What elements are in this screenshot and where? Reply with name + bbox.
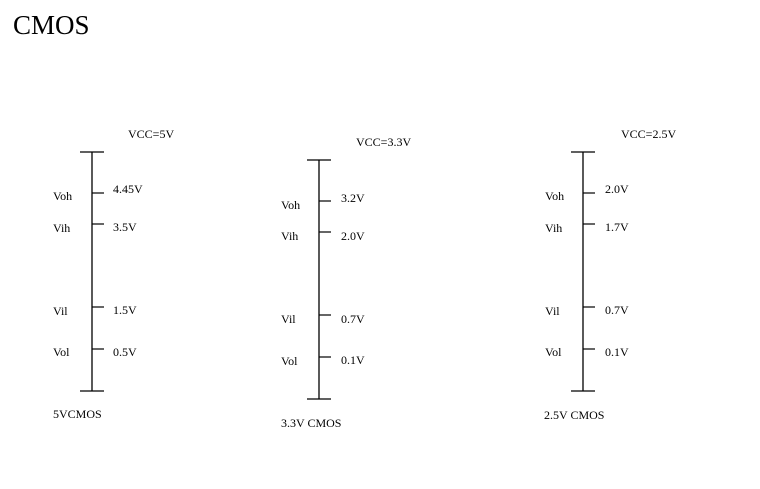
column-3v3: VCC=3.3V Voh 3.2V Vih 2.0V Vil 0.7V Vol … bbox=[281, 135, 411, 430]
level-name-vol: Vol bbox=[281, 354, 298, 368]
column-2v5: VCC=2.5V Voh 2.0V Vih 1.7V Vil 0.7V Vol … bbox=[544, 127, 676, 422]
level-value-vil: 0.7V bbox=[605, 303, 629, 317]
vcc-label: VCC=2.5V bbox=[621, 127, 676, 141]
column-5v: VCC=5V Voh 4.45V Vih 3.5V Vil 1.5V Vol 0… bbox=[53, 127, 174, 421]
level-value-voh: 3.2V bbox=[341, 191, 365, 205]
level-value-vol: 0.5V bbox=[113, 345, 137, 359]
level-name-vih: Vih bbox=[53, 221, 70, 235]
level-name-vil: Vil bbox=[53, 304, 68, 318]
level-value-vih: 1.7V bbox=[605, 220, 629, 234]
column-caption: 3.3V CMOS bbox=[281, 416, 341, 430]
vcc-label: VCC=5V bbox=[128, 127, 174, 141]
page-title: CMOS bbox=[13, 10, 90, 40]
level-value-voh: 2.0V bbox=[605, 182, 629, 196]
level-value-vih: 3.5V bbox=[113, 220, 137, 234]
level-value-vol: 0.1V bbox=[605, 345, 629, 359]
level-name-vil: Vil bbox=[545, 304, 560, 318]
level-name-vol: Vol bbox=[545, 345, 562, 359]
level-value-vol: 0.1V bbox=[341, 353, 365, 367]
level-name-voh: Voh bbox=[545, 189, 564, 203]
level-value-voh: 4.45V bbox=[113, 182, 143, 196]
vcc-label: VCC=3.3V bbox=[356, 135, 411, 149]
level-name-vih: Vih bbox=[545, 221, 562, 235]
level-name-voh: Voh bbox=[53, 189, 72, 203]
level-name-voh: Voh bbox=[281, 198, 300, 212]
level-value-vil: 0.7V bbox=[341, 312, 365, 326]
column-caption: 2.5V CMOS bbox=[544, 408, 604, 422]
level-value-vih: 2.0V bbox=[341, 229, 365, 243]
level-name-vil: Vil bbox=[281, 312, 296, 326]
column-caption: 5VCMOS bbox=[53, 407, 102, 421]
level-name-vih: Vih bbox=[281, 229, 298, 243]
level-name-vol: Vol bbox=[53, 345, 70, 359]
level-value-vil: 1.5V bbox=[113, 303, 137, 317]
